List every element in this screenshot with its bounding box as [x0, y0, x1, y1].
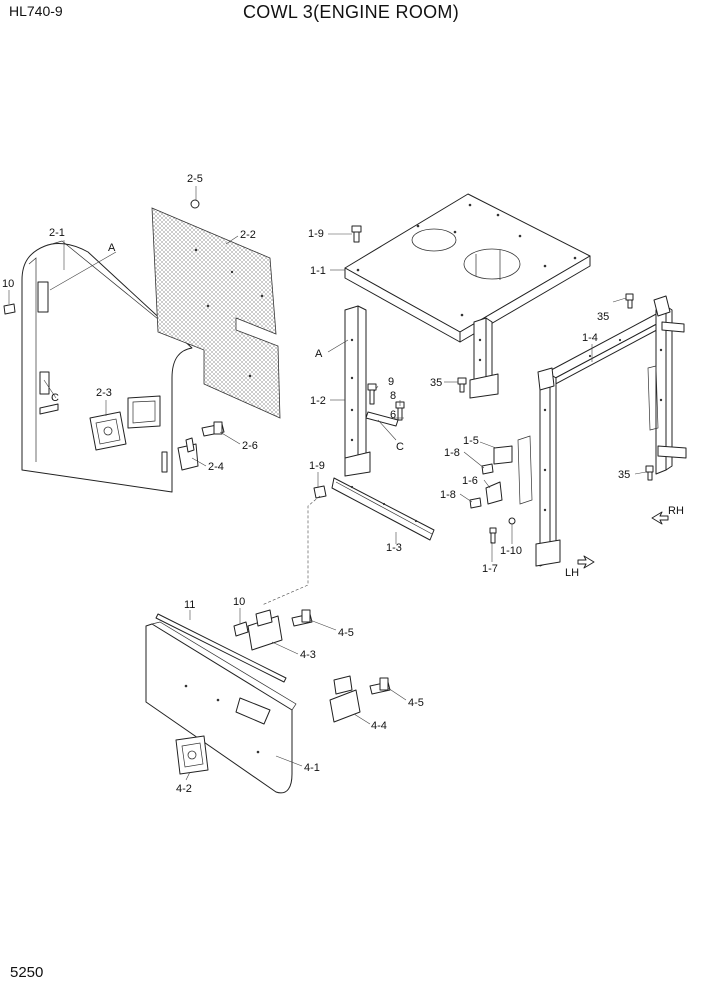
side-cowl-panel	[21, 240, 193, 493]
callout-a: A	[108, 242, 116, 254]
hinge-bracket	[255, 609, 273, 627]
callout-6: 6	[390, 409, 396, 421]
callout-2-5: 2-5	[187, 173, 203, 185]
side-frame	[517, 295, 687, 567]
callout-2-2: 2-2	[240, 229, 256, 241]
bolt-icon	[489, 527, 497, 544]
rear-leg	[469, 317, 499, 399]
callout-1-10: 1-10	[500, 545, 522, 557]
callout-1-7: 1-7	[482, 563, 498, 575]
callout-4-3: 4-3	[300, 649, 316, 661]
direction-arrow-icon	[577, 555, 595, 569]
bolt-icon	[457, 377, 467, 393]
panel-latch	[89, 411, 127, 451]
callout-4-1: 4-1	[304, 762, 320, 774]
callout-4-5: 4-5	[338, 627, 354, 639]
direction-lh: LH	[565, 567, 579, 579]
rivet-icon	[190, 199, 200, 209]
bolt-icon	[3, 303, 16, 315]
bolt-icon	[313, 485, 327, 499]
bolt-icon	[233, 621, 249, 637]
bolt-icon	[201, 421, 225, 437]
model-code: HL740-9	[9, 3, 63, 19]
callout-2-6: 2-6	[242, 440, 258, 452]
callout-2-3: 2-3	[96, 387, 112, 399]
callout-11: 11	[184, 599, 195, 611]
washer-icon	[508, 517, 516, 525]
bolt-icon	[625, 293, 634, 309]
bolt-icon	[469, 497, 482, 509]
bolt-icon	[645, 465, 654, 481]
hinge-bracket	[333, 675, 353, 695]
small-bracket	[493, 445, 513, 465]
callout-1-2: 1-2	[310, 395, 326, 407]
small-bracket	[485, 481, 503, 505]
callout-2-4: 2-4	[208, 461, 224, 473]
callout-35: 35	[618, 469, 630, 481]
callout-1-3: 1-3	[386, 542, 402, 554]
callout-c: C	[396, 441, 404, 453]
callout-a: A	[315, 348, 323, 360]
direction-arrow-icon	[651, 511, 669, 525]
callout-c: C	[51, 392, 59, 404]
callout-10: 10	[2, 278, 14, 290]
page-title: COWL 3(ENGINE ROOM)	[242, 2, 460, 22]
bolt-icon	[481, 463, 494, 475]
callout-1-5: 1-5	[463, 435, 479, 447]
callout-1-1: 1-1	[310, 265, 326, 277]
callout-35: 35	[430, 377, 442, 389]
front-leg	[344, 305, 371, 477]
callout-4-2: 4-2	[176, 783, 192, 795]
callout-1-6: 1-6	[462, 475, 478, 487]
callout-8: 8	[390, 390, 396, 402]
leader-lines	[8, 186, 647, 781]
callout-1-4: 1-4	[582, 332, 598, 344]
callout-1-9: 1-9	[308, 228, 324, 240]
insulation-pad	[151, 207, 281, 419]
callout-4-5: 4-5	[408, 697, 424, 709]
callout-9: 9	[388, 376, 394, 388]
callout-1-8: 1-8	[444, 447, 460, 459]
bolt-icon	[367, 383, 377, 405]
lower-latch	[175, 735, 209, 775]
callout-1-9: 1-9	[309, 460, 325, 472]
callout-35: 35	[597, 311, 609, 323]
cover-strip-long	[331, 477, 435, 541]
callout-1-8: 1-8	[440, 489, 456, 501]
direction-rh: RH	[668, 505, 684, 517]
seal-strip	[155, 613, 287, 683]
lower-cover-panel	[145, 621, 297, 794]
top-plate	[344, 193, 591, 343]
cover-strip	[365, 411, 399, 427]
page-number: 5250	[10, 964, 44, 981]
hinge-bracket	[177, 437, 199, 471]
bolt-icon	[291, 609, 313, 627]
callout-2-1: 2-1	[49, 227, 65, 239]
callout-10: 10	[233, 596, 245, 608]
bolt-icon	[351, 225, 362, 243]
hinge-bracket	[329, 689, 361, 723]
bolt-icon	[369, 677, 391, 695]
callout-4-4: 4-4	[371, 720, 387, 732]
